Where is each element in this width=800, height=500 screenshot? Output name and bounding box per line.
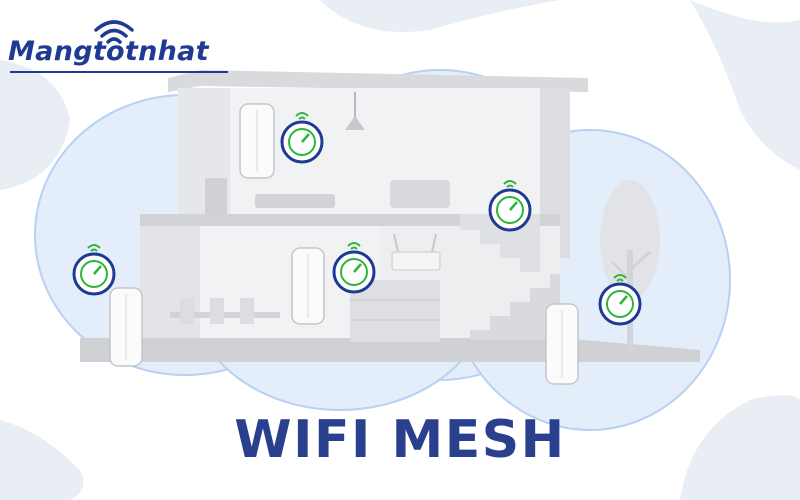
background-blob-top (320, 0, 560, 32)
speedometer-icon (72, 244, 116, 296)
speedometer-icon (598, 274, 642, 326)
wifi-signal-icon (613, 274, 627, 282)
wifi-signal-icon (295, 112, 309, 120)
background-blob-bottom-right (680, 395, 800, 500)
house (80, 70, 700, 362)
background-blob-left (0, 60, 70, 190)
wifi-signal-icon (347, 242, 361, 250)
brand-name: Mangtotnhat (8, 36, 209, 67)
background-blob-right (690, 0, 800, 170)
wifi-logo-icon (94, 20, 134, 44)
wifi-signal-icon (503, 180, 517, 188)
wifi-signal-icon (87, 244, 101, 252)
brand-logo[interactable]: Mangtotnhat (8, 14, 238, 74)
speedometer-icon (280, 112, 324, 164)
router-icon (391, 233, 441, 271)
background-blob-bottom-left (0, 420, 84, 500)
speedometer-icon (488, 180, 532, 232)
speedometer-icon (332, 242, 376, 294)
page-title: WIFI MESH (234, 410, 566, 470)
brand-underline (10, 71, 228, 73)
